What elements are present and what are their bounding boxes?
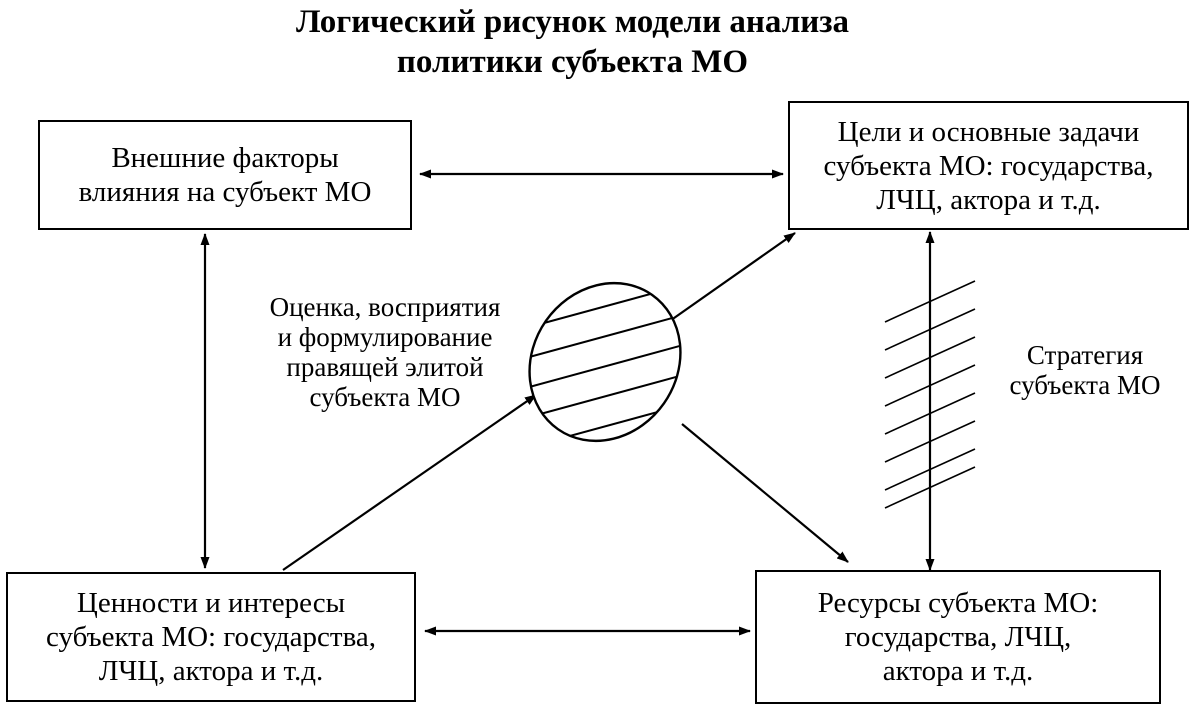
- values-line2: субъекта МО: государства,: [45, 621, 377, 653]
- strategy-label: Стратегия субъекта МО: [985, 340, 1185, 400]
- elite-evaluation-label: Оценка, восприятия и формулирование прав…: [240, 292, 530, 412]
- elite-label-line2: и формулирование: [277, 322, 493, 352]
- values-line1: Ценности и интересы: [76, 587, 346, 619]
- arrow-values-to-elite: [282, 394, 537, 571]
- resources-line2: государства, ЛЧЦ,: [844, 621, 1072, 653]
- values-box: Ценности и интересы субъекта МО: государ…: [6, 572, 416, 702]
- arrow-elite-to-goals: [656, 232, 796, 331]
- resources-line1: Ресурсы субъекта МО:: [817, 587, 1099, 619]
- elite-label-line1: Оценка, восприятия: [269, 292, 501, 322]
- values-line3: ЛЧЦ, актора и т.д.: [98, 655, 324, 687]
- goals-line3: ЛЧЦ, актора и т.д.: [876, 183, 1101, 216]
- strategy-hatch: [884, 280, 976, 509]
- resources-line3: актора и т.д.: [882, 655, 1034, 687]
- strategy-label-line2: субъекта МО: [1009, 370, 1161, 400]
- diagram-title-line1: Логический рисунок модели анализа: [295, 4, 850, 40]
- arrow-elite-to-resources: [681, 423, 849, 563]
- goals-box: Цели и основные задачи субъекта МО: госу…: [788, 101, 1189, 230]
- external-factors-line1: Внешние факторы: [111, 142, 339, 174]
- external-factors-line2: влияния на субъект МО: [78, 176, 372, 208]
- diagram-title-line2: политики субъекта МО: [396, 44, 749, 80]
- external-factors-box: Внешние факторы влияния на субъект МО: [38, 120, 412, 230]
- elite-label-line4: субъекта МО: [309, 382, 461, 412]
- resources-box: Ресурсы субъекта МО: государства, ЛЧЦ, а…: [755, 570, 1161, 704]
- elite-label-line3: правящей элитой: [286, 352, 484, 382]
- goals-line1: Цели и основные задачи: [837, 115, 1140, 148]
- goals-line2: субъекта МО: государства,: [823, 149, 1154, 182]
- strategy-label-line1: Стратегия: [1026, 340, 1144, 370]
- elite-ellipse: [499, 253, 712, 471]
